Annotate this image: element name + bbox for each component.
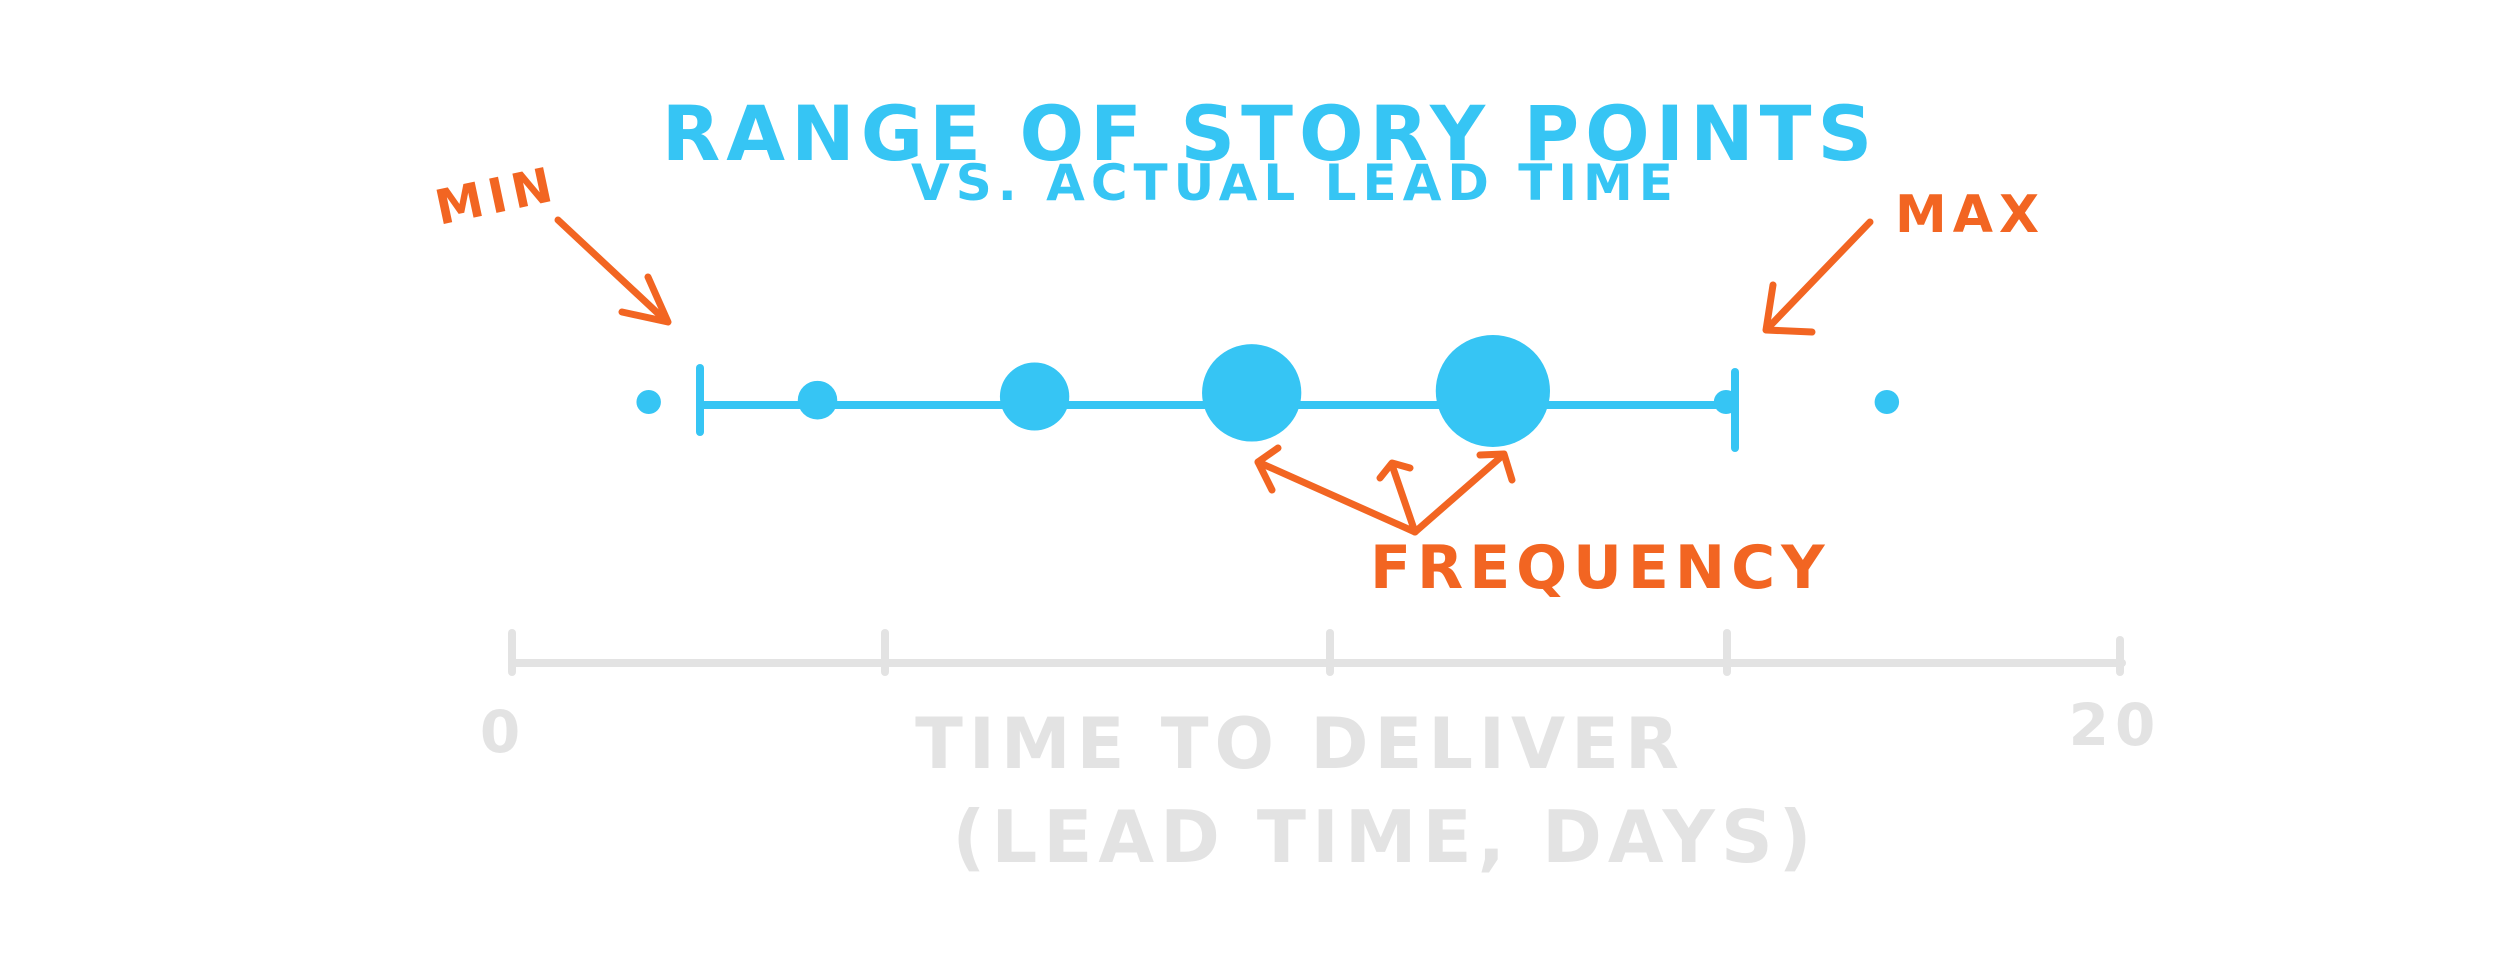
frequency-dot [999,362,1070,431]
min-label: MIN [430,156,563,237]
title-line-1: RANGE OF STORY POINTS [662,89,1879,178]
axis-max-tick-label: 20 [2069,691,2162,759]
frequency-dots [636,335,1900,447]
frequency-dot [636,390,661,414]
max-arrow [1762,218,1874,336]
frequency-dot [1874,390,1900,414]
min-arrow [554,216,672,326]
frequency-arrows [1254,444,1516,536]
time-axis [508,629,2126,676]
frequency-label: FREQUENCY [1370,533,1831,603]
title-line-2: VS. ACTUAL LEAD TIME [911,154,1679,212]
axis-min-tick-label: 0 [480,698,526,766]
frequency-dot [797,380,838,420]
axis-label-line-1: TIME TO DELIVER [915,703,1685,785]
max-label: MAX [1895,185,2045,245]
frequency-dot [1713,390,1739,414]
frequency-dot [1435,335,1550,447]
axis-label-line-2: (LEAD TIME, DAYS) [952,795,1817,879]
frequency-dot [1202,344,1302,442]
